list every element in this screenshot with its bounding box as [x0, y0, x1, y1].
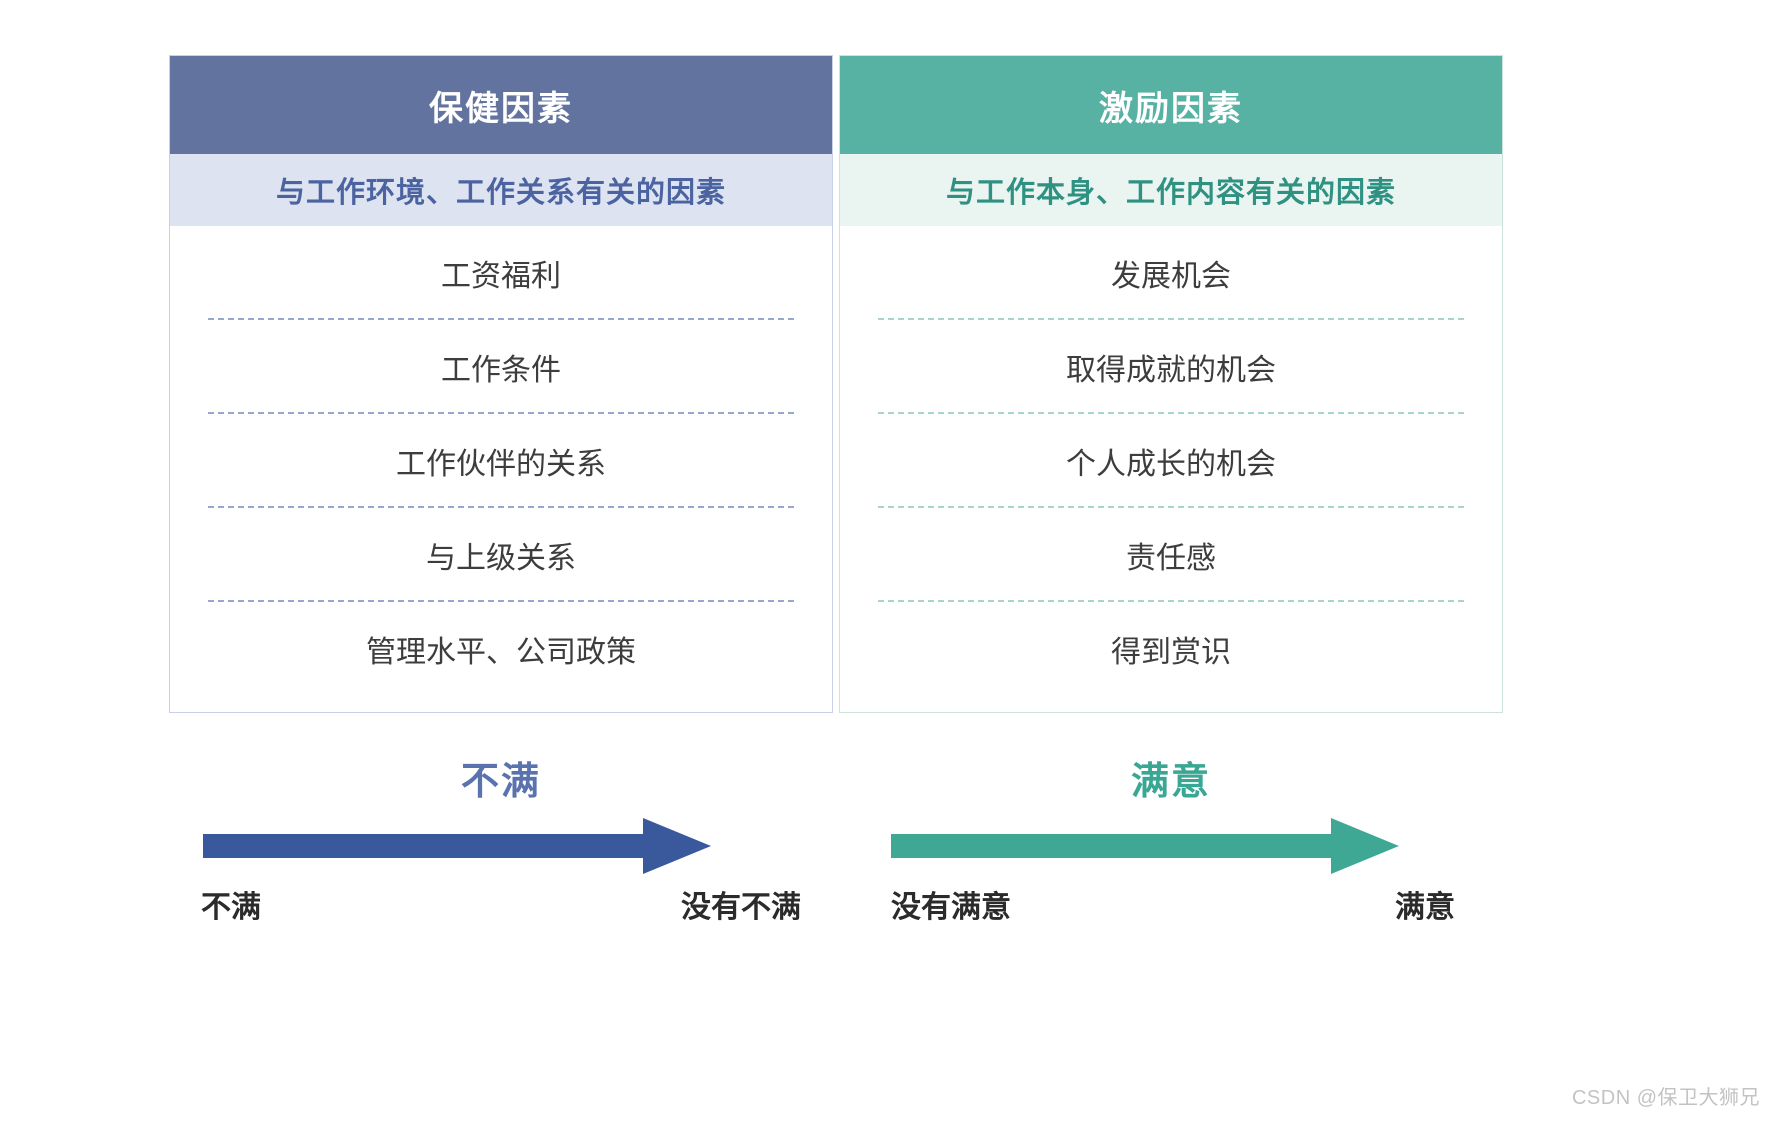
list-item-label: 个人成长的机会: [1066, 448, 1276, 481]
card-header-motivator: 激励因素: [840, 56, 1502, 154]
list-item-label: 管理水平、公司政策: [366, 636, 636, 669]
card-hygiene-factors: 保健因素 与工作环境、工作关系有关的因素 工资福利 工作条件 工作伙伴的关系 与…: [169, 55, 833, 713]
list-item: 个人成长的机会: [840, 414, 1502, 508]
row-divider: [878, 506, 1464, 508]
row-divider: [878, 412, 1464, 414]
row-divider: [208, 600, 794, 602]
list-item-label: 责任感: [1126, 542, 1216, 575]
list-item: 工资福利: [170, 226, 832, 320]
row-divider: [878, 318, 1464, 320]
card-motivator-factors: 激励因素 与工作本身、工作内容有关的因素 发展机会 取得成就的机会 个人成长的机…: [839, 55, 1503, 713]
list-item-label: 工作伙伴的关系: [396, 448, 606, 481]
list-item-label: 与上级关系: [426, 542, 576, 575]
list-item: 与上级关系: [170, 508, 832, 602]
axis-endpoints-dissatisfaction: 不满 没有不满: [201, 882, 801, 926]
axis-satisfaction: 满意 没有满意 满意: [839, 740, 1503, 970]
row-divider: [208, 506, 794, 508]
card-subheader-motivator: 与工作本身、工作内容有关的因素: [840, 154, 1502, 226]
right-arrow-icon: [203, 818, 711, 874]
row-divider: [208, 412, 794, 414]
row-divider: [878, 600, 1464, 602]
card-list-hygiene: 工资福利 工作条件 工作伙伴的关系 与上级关系 管理水平、公司政策: [170, 226, 832, 696]
axis-start-label: 不满: [201, 891, 261, 924]
list-item-label: 得到赏识: [1111, 636, 1231, 669]
watermark: CSDN @保卫大狮兄: [1571, 1087, 1760, 1109]
card-header-hygiene: 保健因素: [170, 56, 832, 154]
list-item-label: 工作条件: [441, 354, 561, 387]
list-item: 取得成就的机会: [840, 320, 1502, 414]
axis-endpoints-satisfaction: 没有满意 满意: [891, 882, 1455, 926]
axis-end-label: 满意: [1395, 891, 1455, 924]
row-divider: [208, 318, 794, 320]
list-item: 发展机会: [840, 226, 1502, 320]
card-list-motivator: 发展机会 取得成就的机会 个人成长的机会 责任感 得到赏识: [840, 226, 1502, 696]
axis-caption-dissatisfaction: 不满: [460, 761, 541, 803]
list-item: 工作条件: [170, 320, 832, 414]
axis-start-label: 没有满意: [891, 891, 1011, 924]
card-subheader-hygiene: 与工作环境、工作关系有关的因素: [170, 154, 832, 226]
list-item: 得到赏识: [840, 602, 1502, 696]
right-arrow-icon: [891, 818, 1399, 874]
list-item-label: 工资福利: [441, 260, 561, 293]
list-item: 工作伙伴的关系: [170, 414, 832, 508]
list-item-label: 取得成就的机会: [1066, 354, 1276, 387]
axis-dissatisfaction: 不满 不满 没有不满: [169, 740, 833, 970]
axis-end-label: 没有不满: [681, 891, 801, 924]
axis-caption-satisfaction: 满意: [1130, 761, 1211, 803]
list-item: 管理水平、公司政策: [170, 602, 832, 696]
list-item-label: 发展机会: [1111, 260, 1231, 293]
list-item: 责任感: [840, 508, 1502, 602]
